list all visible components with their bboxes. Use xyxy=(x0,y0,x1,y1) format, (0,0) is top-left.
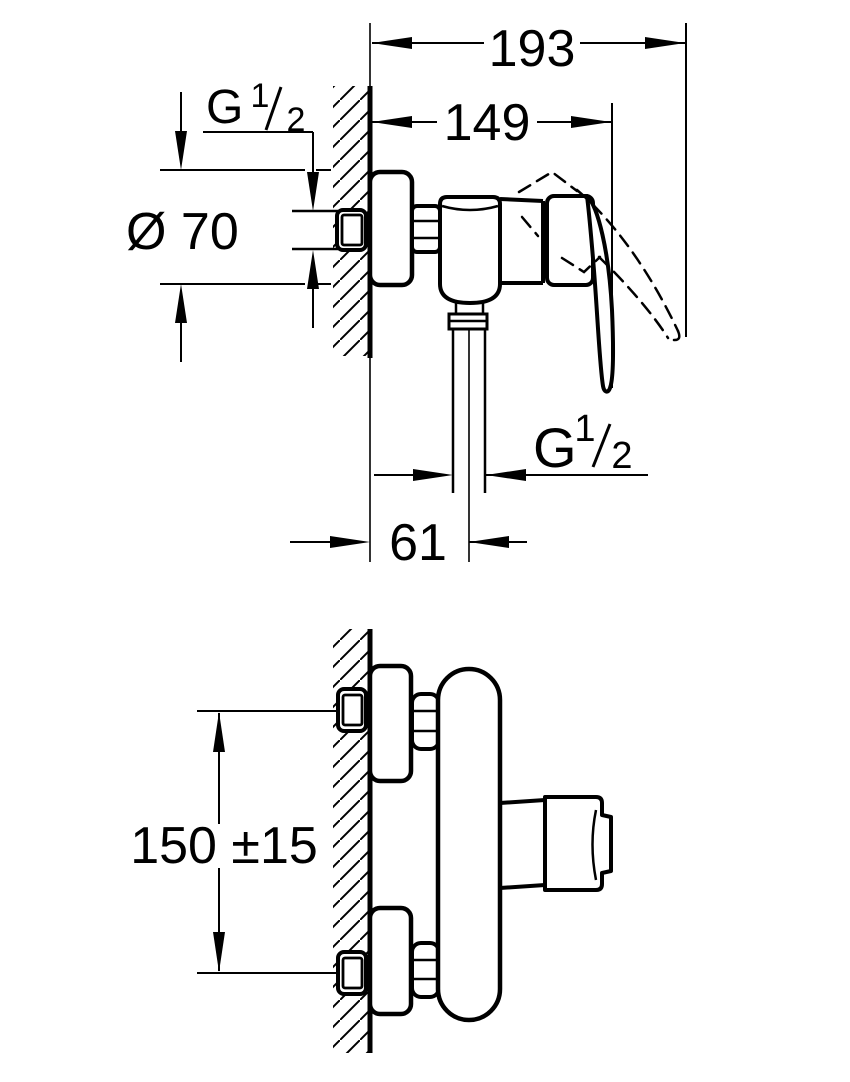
arrowhead xyxy=(307,250,319,289)
dim-body-depth-value: 149 xyxy=(444,94,531,152)
thread-prefix: G xyxy=(533,416,577,479)
handle-neck-bottom xyxy=(499,883,546,890)
dim-overall-depth-value: 193 xyxy=(489,20,576,78)
fraction-slash xyxy=(591,423,612,468)
arrowhead xyxy=(175,284,187,323)
thread-prefix: G xyxy=(206,81,243,134)
handle-lever xyxy=(585,194,616,394)
arrowhead xyxy=(413,469,453,481)
escutcheon-lower xyxy=(367,905,414,1017)
thread-denominator: 2 xyxy=(287,101,306,139)
escutcheon-upper xyxy=(367,663,414,784)
arrowhead xyxy=(213,932,225,972)
arrowhead xyxy=(571,116,611,128)
arrowhead xyxy=(307,172,319,211)
handle-knob-plan xyxy=(543,795,613,892)
valve-body-plan xyxy=(435,666,503,1023)
dim-outlet-offset-value: 61 xyxy=(389,514,447,572)
arrowhead xyxy=(175,131,187,170)
dimension-inlet-center-distance: 150 ±15 xyxy=(130,710,337,974)
dim-inlet-center-distance-value: 150 ±15 xyxy=(130,817,318,875)
arrowhead xyxy=(486,469,526,481)
arrowhead xyxy=(213,712,225,752)
handle-lever-raised-dashed xyxy=(517,170,681,342)
dimension-outlet-offset: 61 xyxy=(290,514,527,572)
handle-neck-top xyxy=(499,798,546,805)
plan-view: 150 ±15 xyxy=(130,629,613,1053)
union-nut-lower xyxy=(410,941,441,999)
side-view: 193 149 Ø 70 G 1 2 xyxy=(126,20,687,572)
escutcheon-side xyxy=(367,169,415,288)
thread-denominator: 2 xyxy=(611,435,632,477)
arrowhead xyxy=(372,37,412,49)
fraction-slash xyxy=(264,86,283,131)
thread-numerator: 1 xyxy=(251,77,270,115)
arrowhead xyxy=(372,116,412,128)
wall-union-nut-lower-face xyxy=(341,956,364,990)
union-nut-side xyxy=(410,204,442,254)
thread-numerator: 1 xyxy=(574,408,595,450)
dimension-escutcheon-diameter: Ø 70 xyxy=(126,92,331,362)
wall-union-nut-face xyxy=(340,213,364,247)
handle-knob-dome-line xyxy=(591,809,598,881)
valve-body-seam xyxy=(441,204,499,212)
dimension-body-depth: 149 xyxy=(372,94,613,388)
cartridge-top xyxy=(499,197,544,203)
arrowhead xyxy=(330,536,370,548)
wall-union-nut-upper-face xyxy=(341,693,364,727)
thread-label-outlet: G 1 2 xyxy=(374,408,648,481)
dimension-overall-depth: 193 xyxy=(372,20,687,337)
thread-label-inlet: G 1 2 xyxy=(203,77,319,328)
dim-escutcheon-diameter-value: Ø 70 xyxy=(126,203,239,261)
arrowhead xyxy=(645,37,685,49)
arrowhead xyxy=(469,536,509,548)
union-nut-upper xyxy=(410,692,441,751)
valve-body xyxy=(438,195,502,305)
